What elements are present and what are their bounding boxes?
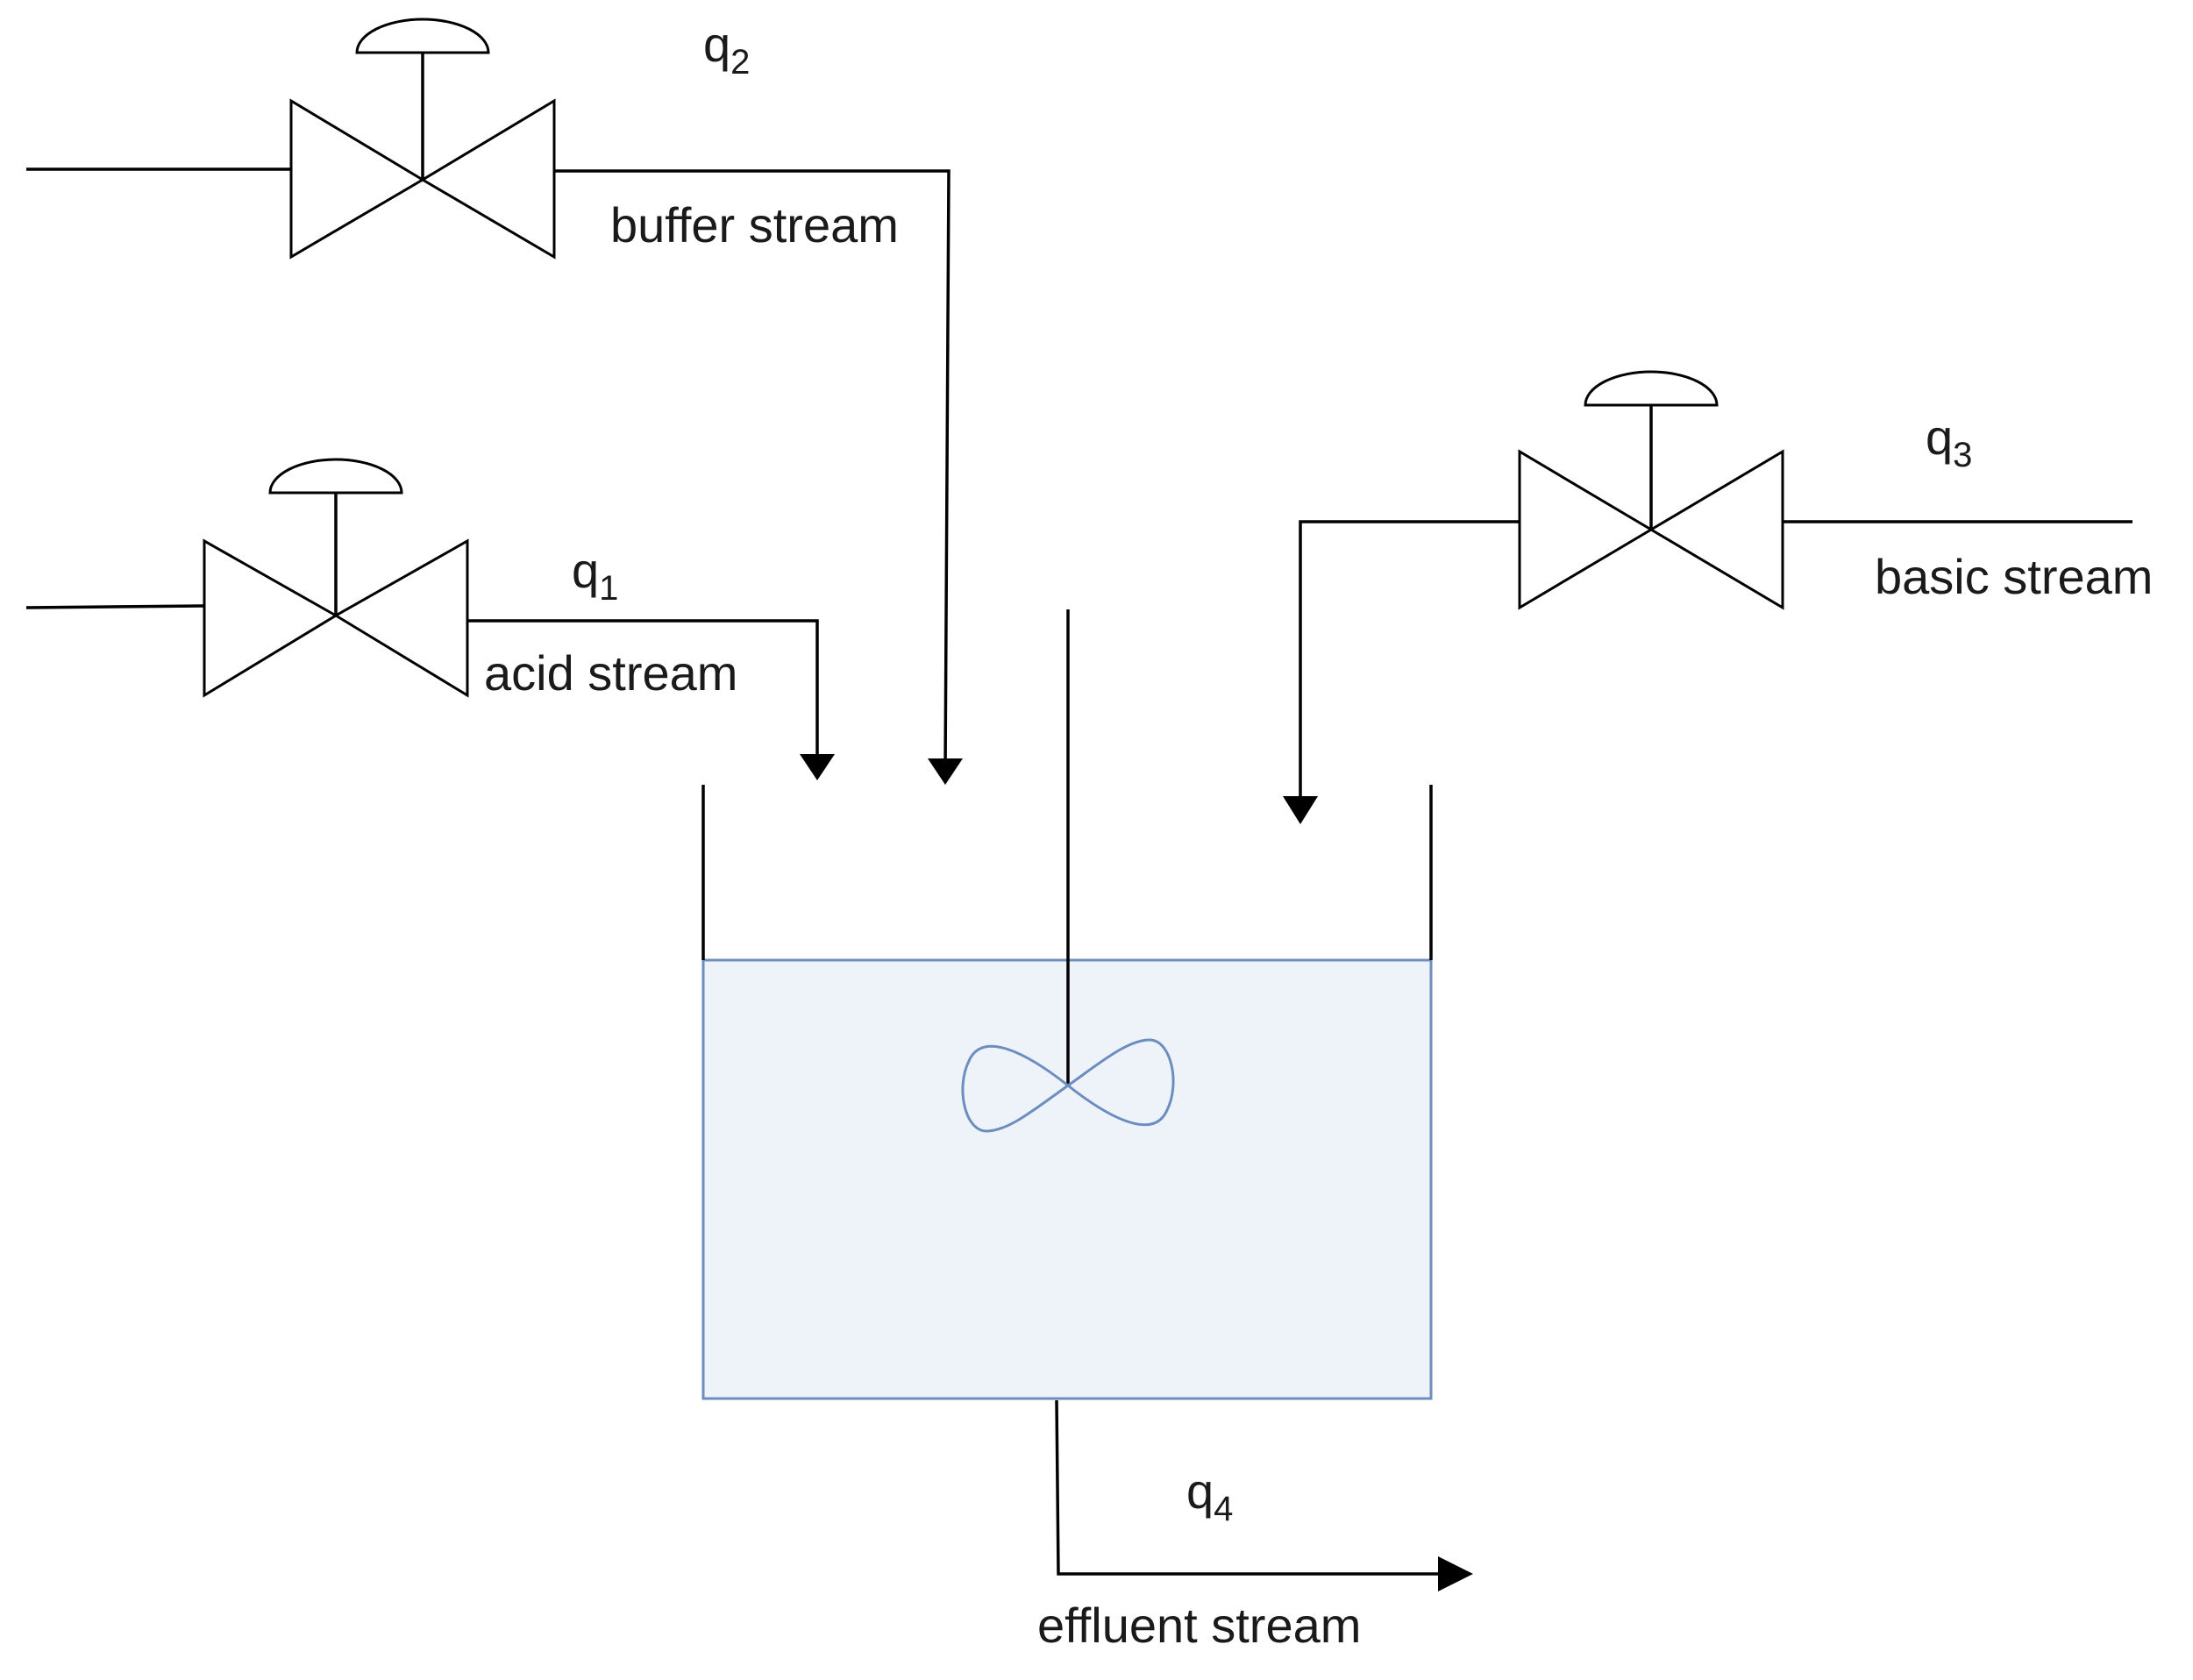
acid-stream-label: acid stream [484,645,737,701]
q2-flow-subscript: 2 [730,43,750,82]
effluent-stream-label: effluent stream [1037,1598,1361,1653]
basic-valve-icon [1518,370,1784,610]
agitator-icon [961,609,1175,1133]
q2-flow-symbol: q [703,17,730,72]
q4-flow-label: q4 [1186,1463,1233,1528]
q4-flow-symbol: q [1186,1463,1214,1519]
q1-flow-subscript: 1 [599,569,618,608]
acid-stream-line [25,604,835,780]
basic-stream-label: basic stream [1875,549,2153,604]
acid-arrowhead [800,754,835,780]
basic-valve-actuator-icon [1584,370,1719,407]
q3-flow-label: q3 [1926,409,1972,474]
buffer-valve-actuator-icon [355,18,490,54]
q2-flow-label: q2 [703,17,750,82]
acid-valve-icon [203,458,469,698]
q1-flow-symbol: q [572,543,599,598]
impeller-icon [961,1038,1175,1133]
basic-arrowhead [1283,796,1318,824]
buffer-stream-label: buffer stream [610,197,899,253]
buffer-stream-line [26,167,963,785]
basic-stream-line [1283,520,2132,824]
acid-valve-actuator-icon [268,458,403,495]
buffer-valve-icon [289,18,556,260]
effluent-arrowhead [1438,1556,1473,1591]
q4-flow-subscript: 4 [1214,1490,1233,1528]
q3-flow-symbol: q [1926,409,1953,465]
q3-flow-subscript: 3 [1953,436,1972,474]
q1-flow-label: q1 [572,543,618,608]
buffer-arrowhead [928,758,963,785]
effluent-stream-line [1055,1399,1473,1591]
